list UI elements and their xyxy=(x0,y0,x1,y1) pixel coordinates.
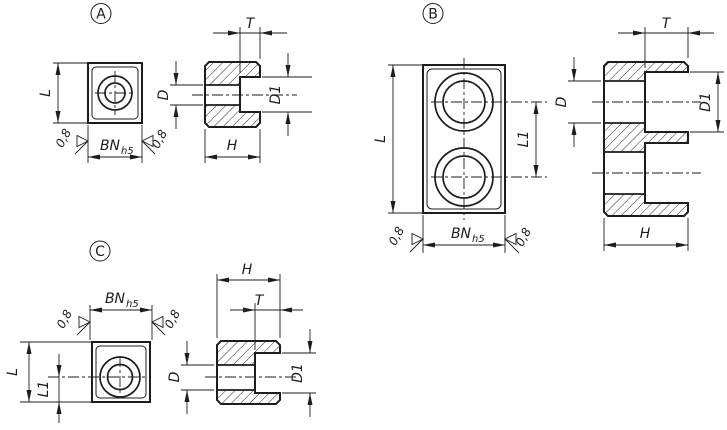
dim-t-b: T xyxy=(618,16,714,68)
roughness-triangle-icon xyxy=(503,232,517,246)
dim-label-bn-tol-b: h5 xyxy=(472,234,485,245)
dim-label-t-b: T xyxy=(662,16,672,32)
hatch-region xyxy=(604,194,688,216)
dim-bn-a: BN h5 xyxy=(87,125,143,163)
dim-label-d1-b: D1 xyxy=(698,92,714,112)
variant-a-section-view xyxy=(192,61,297,128)
dim-label-l1-b: L1 xyxy=(516,131,532,148)
variant-c-front-view xyxy=(48,341,151,403)
hatch-region xyxy=(217,341,280,365)
roughness-value: 0,8 xyxy=(53,126,74,150)
variant-b-front-view xyxy=(422,58,547,220)
roughness-value: 0,8 xyxy=(149,127,170,151)
roughness-tail xyxy=(504,238,520,254)
front-chamfer-c xyxy=(95,345,147,399)
variant-b-label: B xyxy=(422,3,444,24)
dim-t-a: T xyxy=(213,16,287,73)
hatch-region xyxy=(604,123,688,152)
variant-c-label: C xyxy=(89,240,111,262)
variant-b-label-circle xyxy=(422,3,444,24)
roughness-triangle-icon xyxy=(150,315,164,329)
dim-l1-b: L1 xyxy=(516,102,539,177)
variant-c-section-view xyxy=(205,340,296,405)
roughness-tail xyxy=(409,238,424,253)
variant-b-section-view xyxy=(592,61,701,217)
roughness-value: 0,8 xyxy=(54,307,75,331)
dim-label-l1-c: L1 xyxy=(36,381,52,398)
front-outline-c xyxy=(91,341,151,403)
surface-finish-right-a: 0,8 xyxy=(140,127,170,155)
dim-label-bn-tol-a: h5 xyxy=(121,146,134,157)
variant-a-front-view xyxy=(87,62,143,124)
surface-finish-right-c: 0,8 xyxy=(150,307,183,336)
roughness-value: 0,8 xyxy=(162,307,183,331)
surface-finish-right-b: 0,8 xyxy=(503,225,534,254)
dim-label-bn-tol-c: h5 xyxy=(126,299,139,310)
variant-a-letter: A xyxy=(96,7,106,23)
dim-h-b: H xyxy=(603,218,689,251)
dim-d1-c: D1 xyxy=(282,329,316,417)
dim-label-t-a: T xyxy=(246,16,256,32)
dim-label-bn-b: BN xyxy=(451,226,472,242)
hatch-region xyxy=(205,105,260,127)
dim-d-b: D xyxy=(554,57,601,147)
dim-h-a: H xyxy=(204,129,261,163)
dim-l-a: L xyxy=(38,62,87,124)
dim-label-h-a: H xyxy=(227,138,238,154)
hatch-region xyxy=(604,62,688,81)
surface-finish-left-b: 0,8 xyxy=(386,224,425,253)
dim-l-c: L xyxy=(5,341,91,403)
dim-label-h-b: H xyxy=(640,226,651,242)
roughness-tail xyxy=(141,140,156,155)
variant-b: B L L1 xyxy=(373,3,724,254)
front-chamfer-a xyxy=(91,66,139,120)
dim-d1-b: D1 xyxy=(690,71,724,133)
roughness-triangle-icon xyxy=(76,134,90,148)
variant-a-label-circle xyxy=(90,3,112,24)
dim-label-l-b: L xyxy=(373,135,389,143)
dim-bn-b: BN h5 xyxy=(422,215,506,253)
dim-label-d-b: D xyxy=(554,96,570,107)
dim-label-d1-a: D1 xyxy=(268,85,284,105)
roughness-triangle-icon xyxy=(411,232,425,246)
variant-c: C BN h5 0,8 0,8 xyxy=(5,240,316,423)
dim-label-d-c: D xyxy=(167,371,183,382)
dim-label-t-c: T xyxy=(255,293,265,309)
dim-t-c: T xyxy=(230,293,303,350)
roughness-triangle-icon xyxy=(140,134,154,148)
dim-h-c: H xyxy=(216,262,281,338)
dim-l1-c: L1 xyxy=(36,354,62,423)
dim-label-bn-c: BN xyxy=(105,291,126,307)
variant-a: A L BN h5 0,8 xyxy=(38,3,312,163)
variant-c-letter: C xyxy=(95,244,105,260)
dim-label-h-c: H xyxy=(242,262,253,278)
dim-label-l-a: L xyxy=(38,89,54,97)
surface-finish-left-c: 0,8 xyxy=(54,307,92,336)
dim-d-c: D xyxy=(167,341,214,414)
roughness-value: 0,8 xyxy=(513,225,534,249)
hatch-region xyxy=(205,62,260,85)
dim-d1-a: D1 xyxy=(262,53,312,136)
front-outline-a xyxy=(87,62,143,124)
dim-label-bn-a: BN xyxy=(100,138,121,154)
dim-label-d-a: D xyxy=(156,89,172,100)
roughness-value: 0,8 xyxy=(386,224,407,248)
roughness-tail xyxy=(151,321,166,336)
roughness-triangle-icon xyxy=(78,315,92,329)
dim-l-b: L xyxy=(373,64,422,214)
surface-finish-left-a: 0,8 xyxy=(53,126,90,155)
dim-bn-c: BN h5 xyxy=(89,291,153,340)
dim-label-d1-c: D1 xyxy=(290,363,306,383)
dim-d-a: D xyxy=(156,61,203,129)
variant-b-letter: B xyxy=(428,7,438,23)
roughness-tail xyxy=(76,321,91,336)
dim-label-l-c: L xyxy=(5,368,21,376)
variant-c-label-circle xyxy=(89,240,111,262)
roughness-tail xyxy=(74,140,89,155)
variant-a-label: A xyxy=(90,3,112,24)
hatch-region xyxy=(217,390,280,404)
